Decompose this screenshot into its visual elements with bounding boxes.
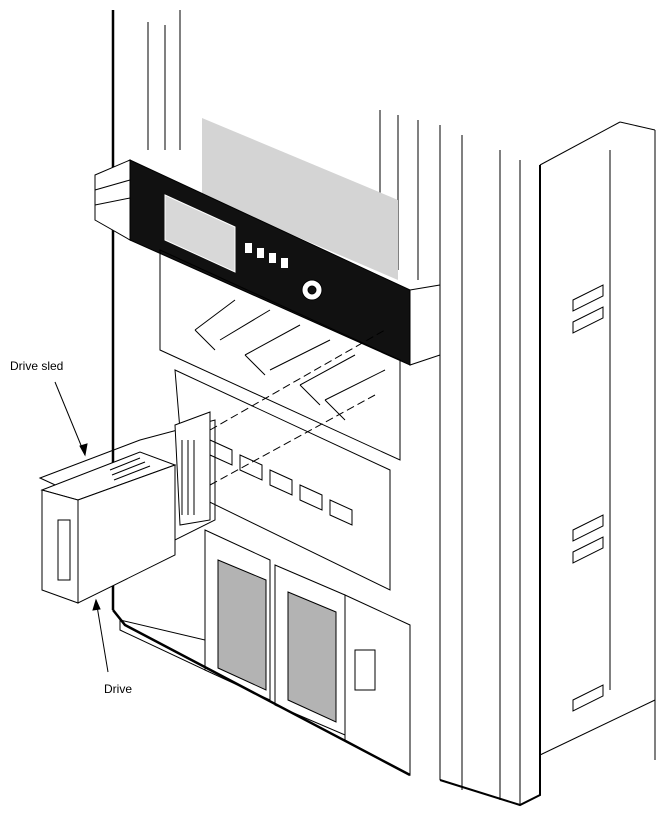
side-vents <box>572 284 604 712</box>
shaded-cover-2 <box>287 591 337 723</box>
cabinet-frame <box>111 10 656 807</box>
drive-label: Drive <box>104 682 133 696</box>
callout-arrows <box>54 381 109 673</box>
gray-background-panel <box>202 118 398 280</box>
vent-slots <box>109 457 151 481</box>
lower-panels <box>119 529 411 776</box>
connector-slots <box>209 439 353 526</box>
drive[interactable] <box>40 451 177 604</box>
status-indicator-icons <box>245 243 288 268</box>
shaded-cover-1 <box>217 559 267 691</box>
display-window <box>164 194 236 273</box>
mounting-bracket <box>94 159 441 366</box>
drive-sled-label: Drive sled <box>10 359 64 373</box>
